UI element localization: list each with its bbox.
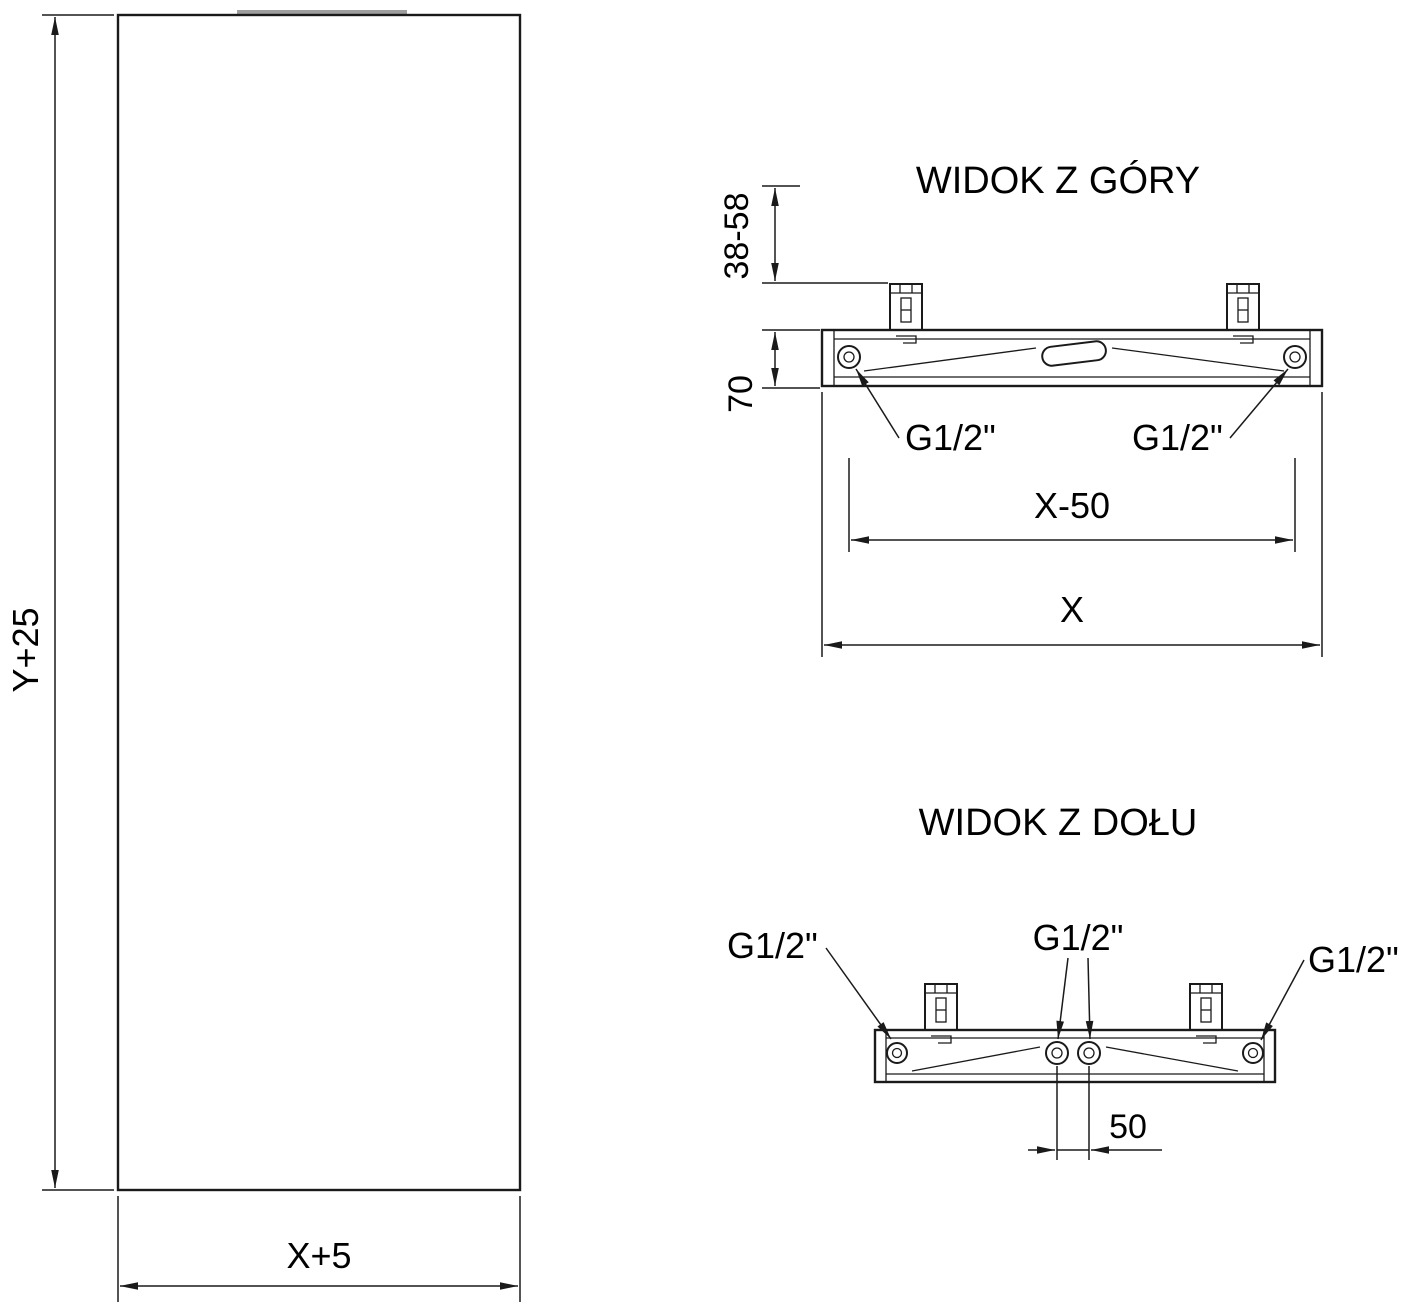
wall-bracket-right bbox=[1226, 283, 1260, 344]
bottom-wall-bracket-left bbox=[924, 983, 958, 1044]
bottom-view: WIDOK Z DOŁU G1/2" G1/2" bbox=[727, 802, 1399, 1160]
bracket-depth-label: 38-58 bbox=[718, 193, 756, 280]
center-fitting bbox=[1041, 340, 1107, 367]
conn-spacing-label: X-50 bbox=[1034, 485, 1110, 526]
wall-bracket-left bbox=[889, 283, 923, 344]
front-height-label: Y+25 bbox=[5, 607, 46, 692]
bottom-connection-callouts: G1/2" G1/2" G1/2" bbox=[727, 917, 1399, 1041]
center-spacing-label: 50 bbox=[1109, 1108, 1147, 1146]
connection-spacing-dimension: X-50 bbox=[848, 458, 1296, 552]
total-width-label: X bbox=[1060, 589, 1084, 630]
top-conn-left-label: G1/2" bbox=[905, 417, 996, 458]
top-view-body bbox=[820, 283, 1324, 388]
front-view-top-strip bbox=[237, 10, 407, 16]
top-conn-right-label: G1/2" bbox=[1132, 417, 1223, 458]
bottom-view-title: WIDOK Z DOŁU bbox=[919, 802, 1198, 844]
bottom-center-port-2 bbox=[1077, 1041, 1101, 1065]
bottom-right-connection-port bbox=[1242, 1042, 1264, 1064]
bottom-conn-left-label: G1/2" bbox=[727, 925, 818, 966]
center-spacing-dimension: 50 bbox=[1028, 1066, 1162, 1160]
collector-depth-dimension: 70 bbox=[722, 329, 820, 413]
right-connection-port bbox=[1283, 345, 1307, 369]
bracket-depth-dimension: 38-58 bbox=[718, 185, 888, 284]
front-view: Y+25 X+5 bbox=[5, 10, 522, 1302]
collector-depth-label: 70 bbox=[722, 375, 760, 413]
bottom-conn-right-label: G1/2" bbox=[1308, 939, 1399, 980]
bottom-conn-center-label: G1/2" bbox=[1033, 917, 1124, 958]
bottom-wall-bracket-right bbox=[1189, 983, 1223, 1044]
front-width-label: X+5 bbox=[286, 1235, 351, 1276]
bottom-center-port-1 bbox=[1045, 1041, 1069, 1065]
left-connection-port bbox=[837, 345, 861, 369]
radiator-panel bbox=[116, 13, 522, 1192]
bottom-view-body bbox=[873, 983, 1277, 1084]
top-view: WIDOK Z GÓRY 38-58 bbox=[718, 159, 1324, 657]
height-dimension: Y+25 bbox=[5, 14, 114, 1191]
bottom-left-connection-port bbox=[886, 1042, 908, 1064]
top-view-title: WIDOK Z GÓRY bbox=[916, 159, 1200, 202]
top-connection-callouts: G1/2" G1/2" bbox=[855, 368, 1289, 458]
width-dimension: X+5 bbox=[117, 1196, 521, 1302]
total-width-dimension: X bbox=[821, 392, 1323, 657]
